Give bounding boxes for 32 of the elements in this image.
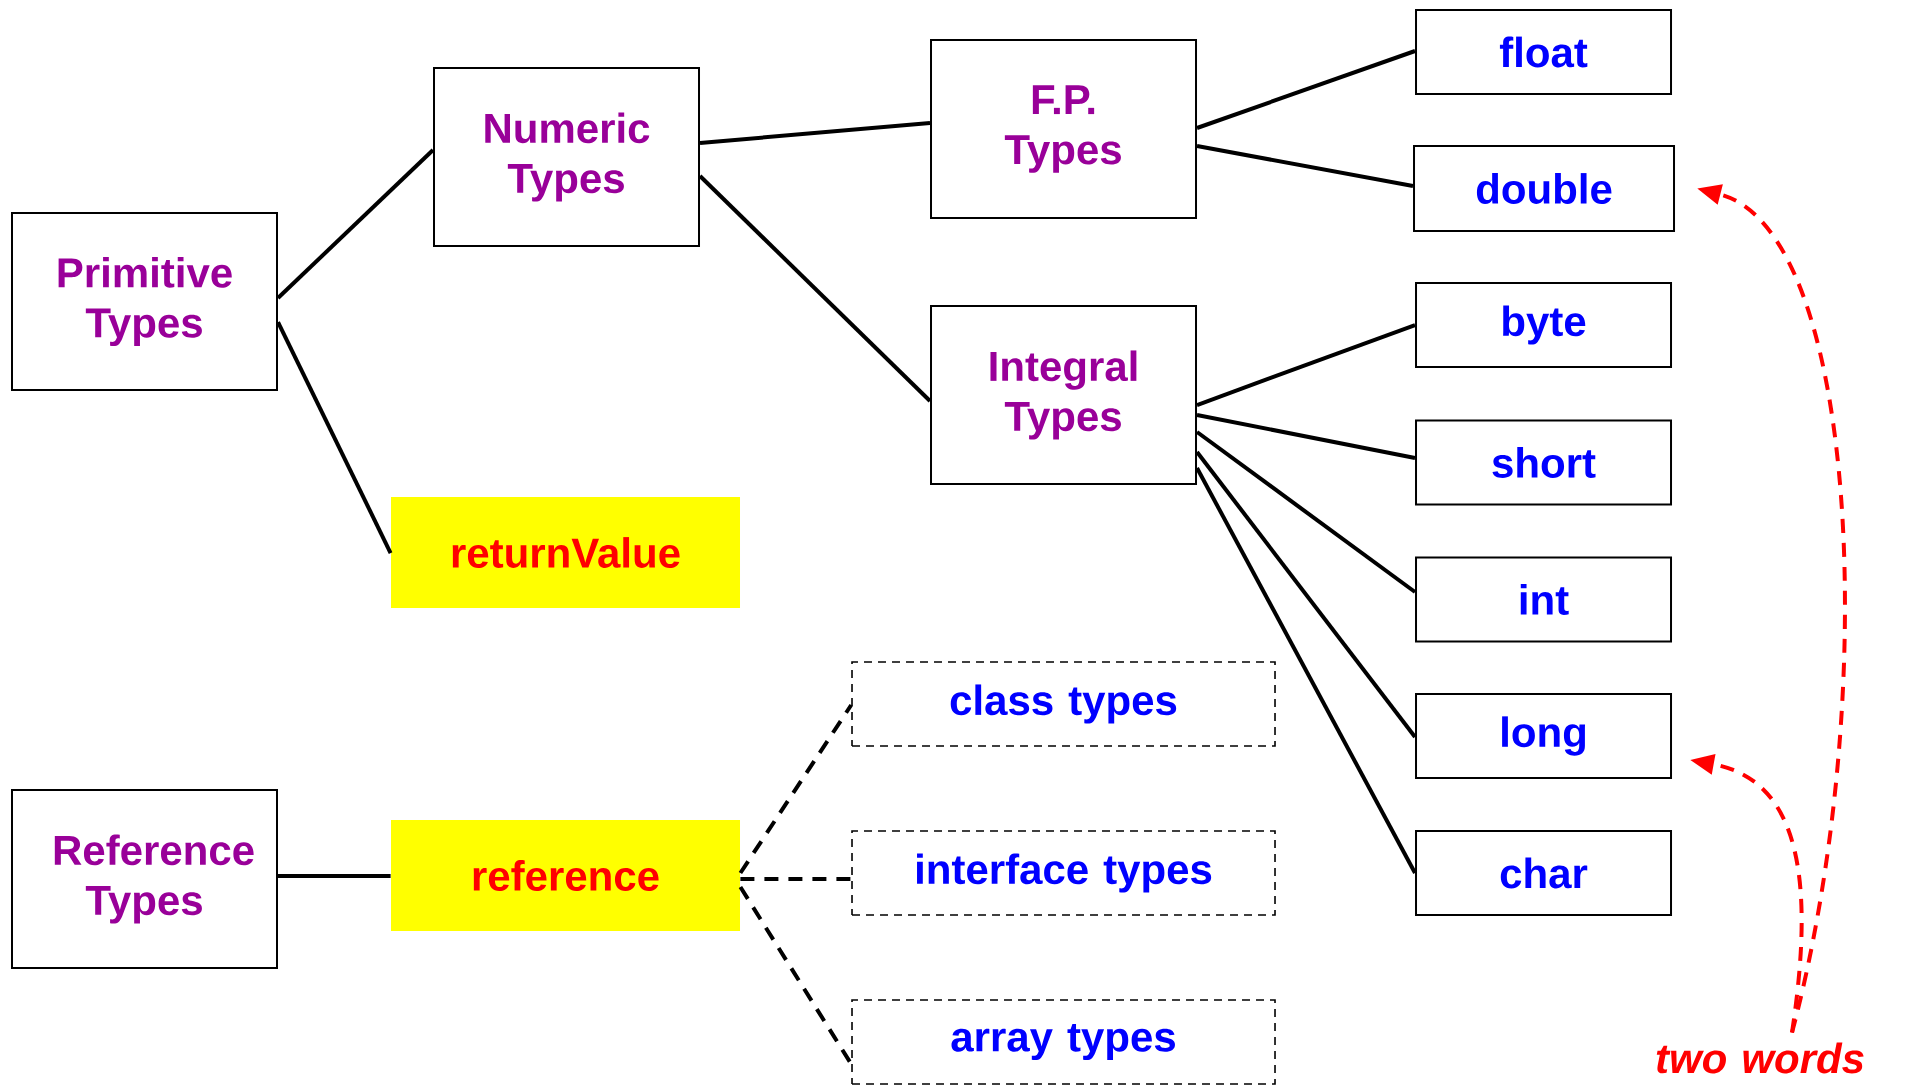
box: double: [1413, 145, 1675, 232]
connector-line: [1196, 413, 1416, 460]
connector-line: [276, 148, 435, 300]
box: float: [1415, 9, 1672, 95]
box: Reference Types: [11, 789, 278, 969]
dashed-box: class types: [851, 661, 1276, 747]
dashed-box: interface types: [851, 830, 1276, 916]
connector-line: [276, 321, 393, 554]
box: Primitive Types: [11, 212, 278, 391]
dashed-box: array types: [851, 999, 1276, 1085]
box: long: [1415, 693, 1672, 779]
box: short: [1415, 419, 1672, 506]
note-text: two words: [1656, 1042, 1864, 1074]
dashed-connector: [740, 877, 852, 881]
connector-line: [1196, 144, 1414, 188]
box: char: [1415, 830, 1672, 916]
box: byte: [1415, 282, 1672, 368]
connector-line: [1195, 430, 1417, 594]
box: Numeric Types: [433, 67, 700, 247]
highlighted-box: reference: [391, 820, 740, 931]
box: Integral Types: [930, 305, 1197, 485]
dashed-connector: [738, 703, 853, 875]
box: int: [1415, 556, 1672, 643]
box: F.P. Types: [930, 39, 1197, 219]
connector-line: [1196, 49, 1416, 130]
connector-line: [1195, 450, 1417, 739]
connector-line: [698, 174, 932, 403]
connector-line: [1196, 323, 1416, 407]
connector-line: [1195, 467, 1417, 874]
highlighted-box: returnValue: [391, 497, 740, 608]
connector-line: [278, 874, 391, 878]
connector-line: [699, 121, 931, 145]
